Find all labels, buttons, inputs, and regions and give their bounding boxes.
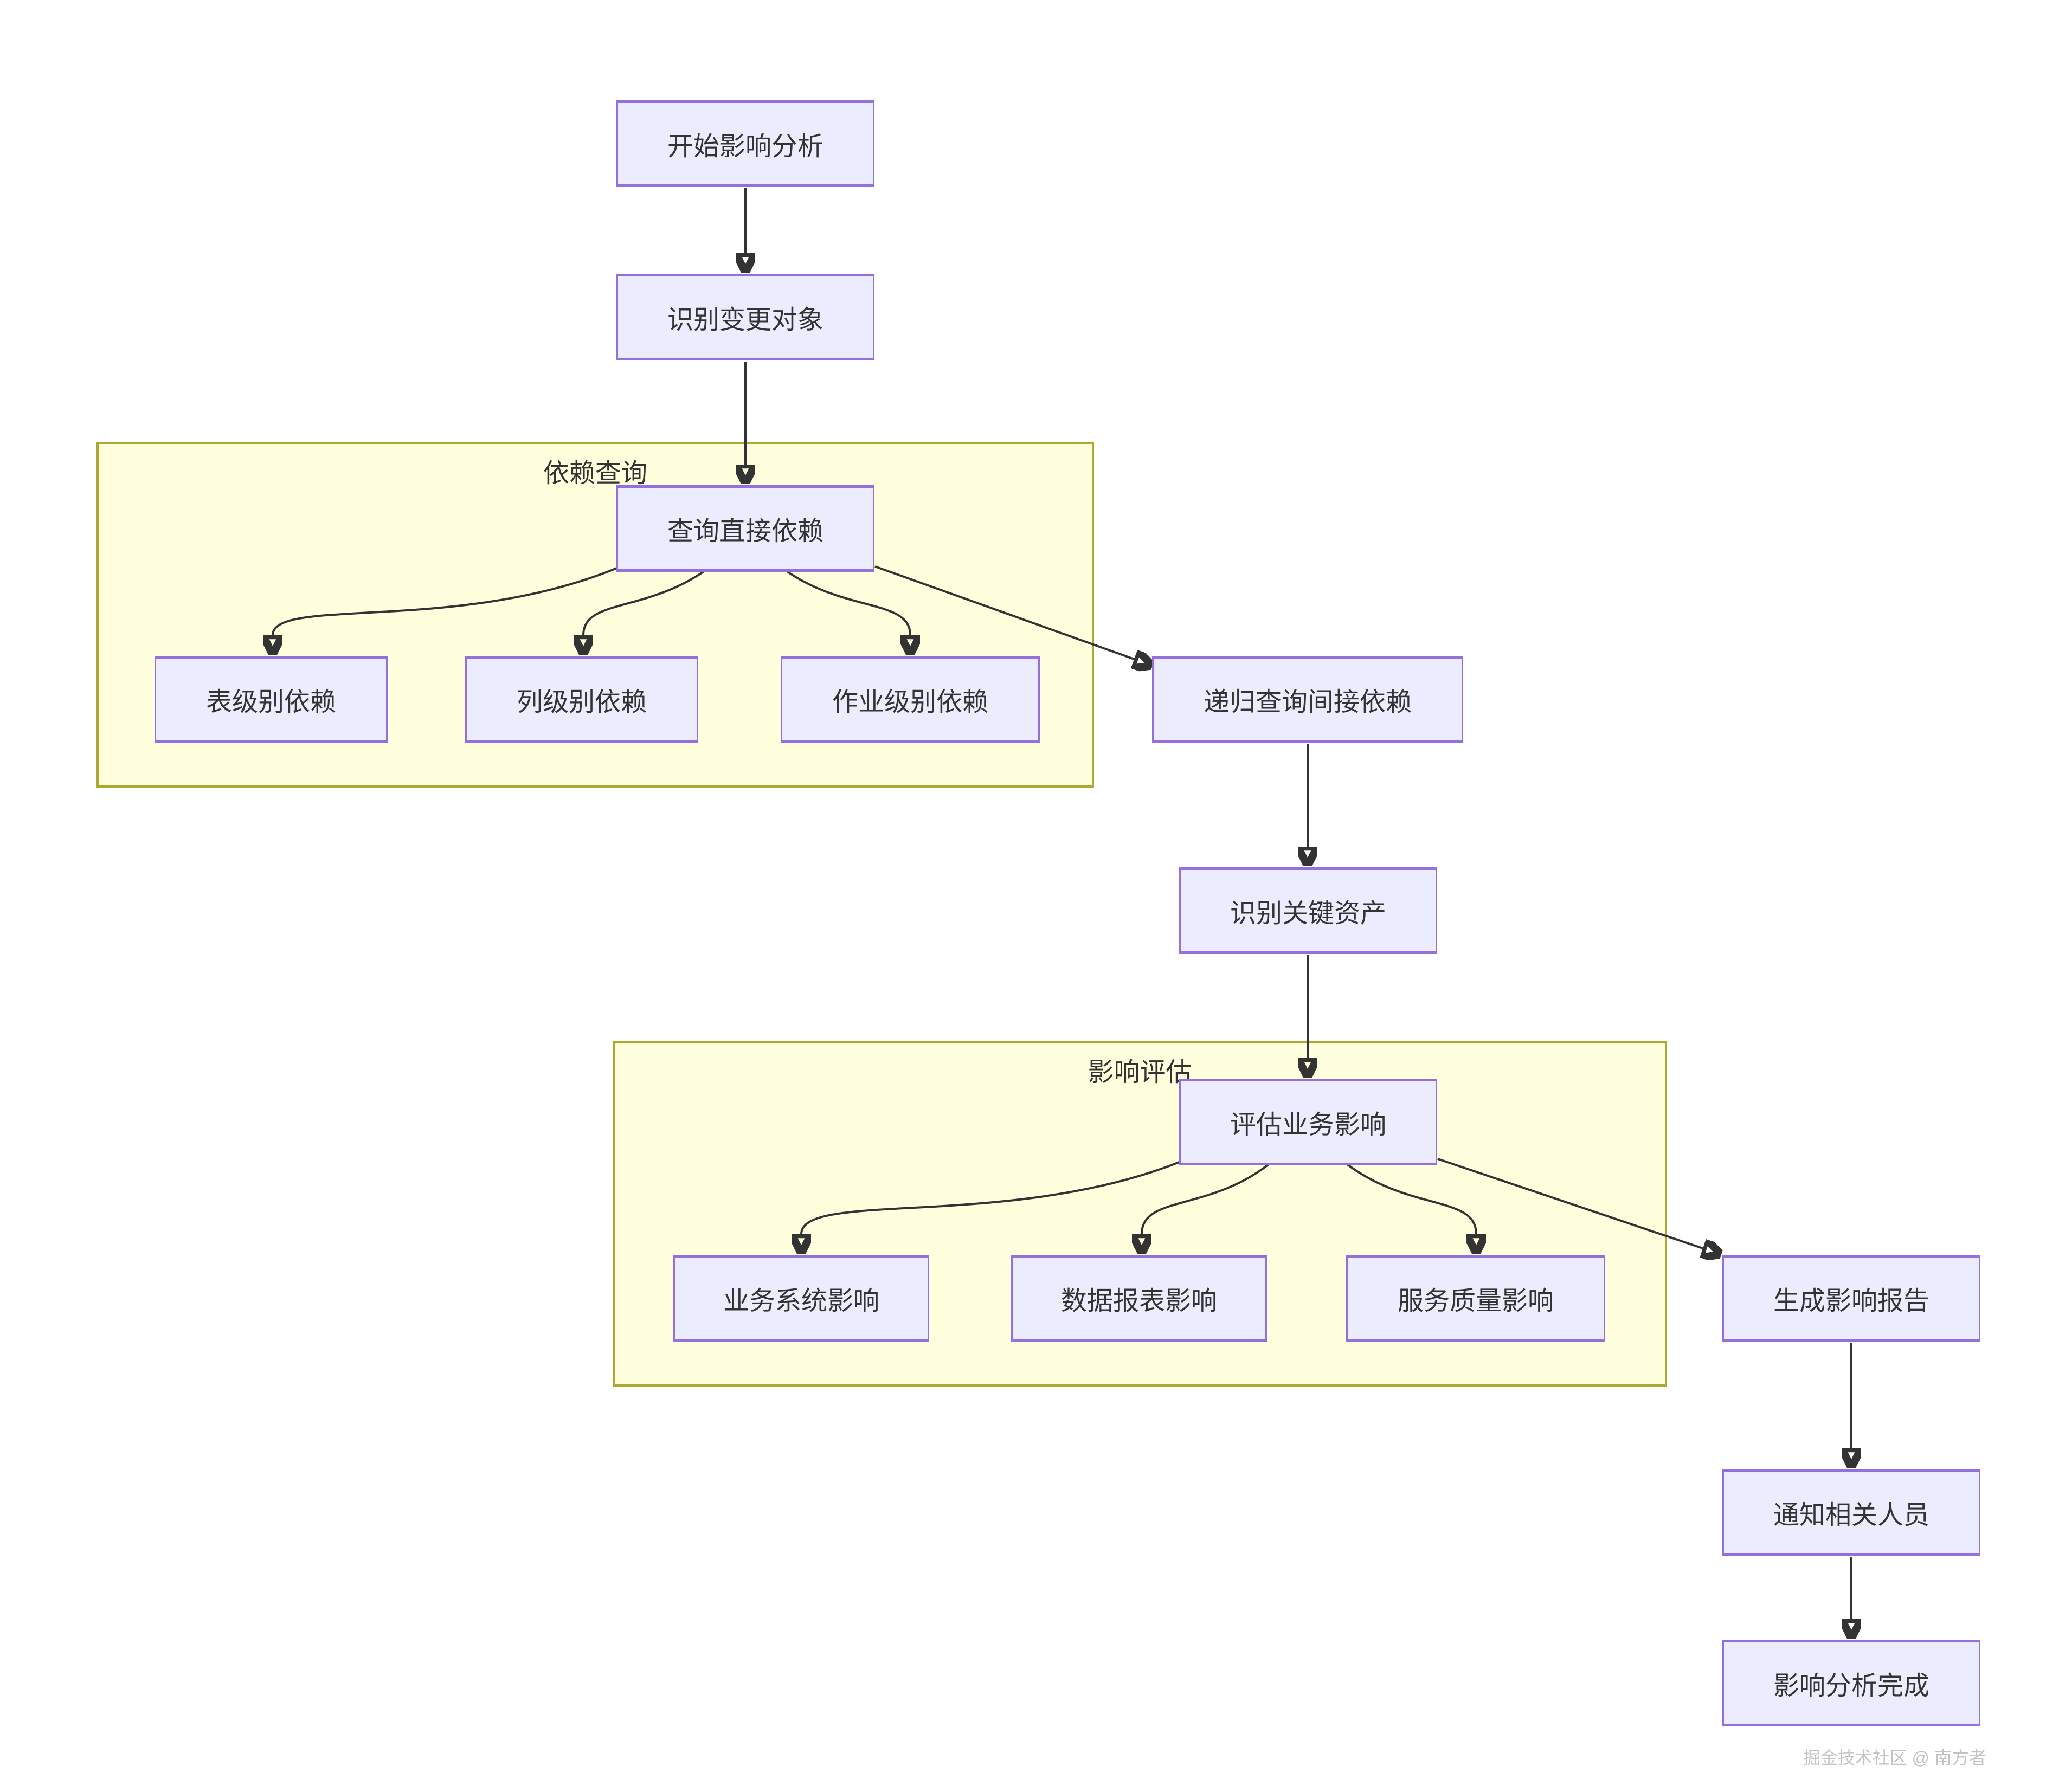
watermark-text: 掘金技术社区 @ 南方者 <box>1803 1748 1986 1768</box>
edge-assess-to-report-impact <box>1142 1163 1270 1234</box>
node-data-report-impact: 数据报表影响 <box>1011 1255 1267 1342</box>
node-generate-impact-report: 生成影响报告 <box>1722 1255 1980 1342</box>
edge-query-direct-to-recursive-start <box>785 570 910 635</box>
cluster-dependency-query-label: 依赖查询 <box>543 459 647 488</box>
node-notify-stakeholders: 通知相关人员 <box>1722 1469 1980 1556</box>
node-recursive-indirect-dependency: 递归查询间接依赖 <box>1152 656 1463 743</box>
node-service-quality-impact: 服务质量影响 <box>1346 1255 1605 1342</box>
edge-query-direct-to-col-dep <box>583 570 706 635</box>
node-table-level-dependency: 表级别依赖 <box>155 656 388 743</box>
edge-assess-to-quality-impact <box>1346 1163 1476 1234</box>
node-start-impact-analysis: 开始影响分析 <box>616 100 874 187</box>
node-identify-key-assets: 识别关键资产 <box>1179 867 1437 954</box>
node-impact-analysis-complete: 影响分析完成 <box>1722 1640 1980 1726</box>
edge-assess-to-gen-report <box>1437 1158 1703 1248</box>
edge-assess-to-biz-impact <box>801 1159 1185 1234</box>
edge-query-direct-to-table-dep <box>273 565 621 635</box>
node-job-level-dependency: 作业级别依赖 <box>781 656 1040 743</box>
node-identify-change-object: 识别变更对象 <box>616 274 874 360</box>
cluster-impact-assessment-label: 影响评估 <box>1088 1058 1192 1087</box>
edge-query-direct-to-recursive <box>874 565 1134 659</box>
node-query-direct-dependency: 查询直接依赖 <box>616 485 874 572</box>
node-column-level-dependency: 列级别依赖 <box>465 656 698 743</box>
node-assess-business-impact: 评估业务影响 <box>1179 1079 1437 1165</box>
node-business-system-impact: 业务系统影响 <box>673 1255 929 1342</box>
